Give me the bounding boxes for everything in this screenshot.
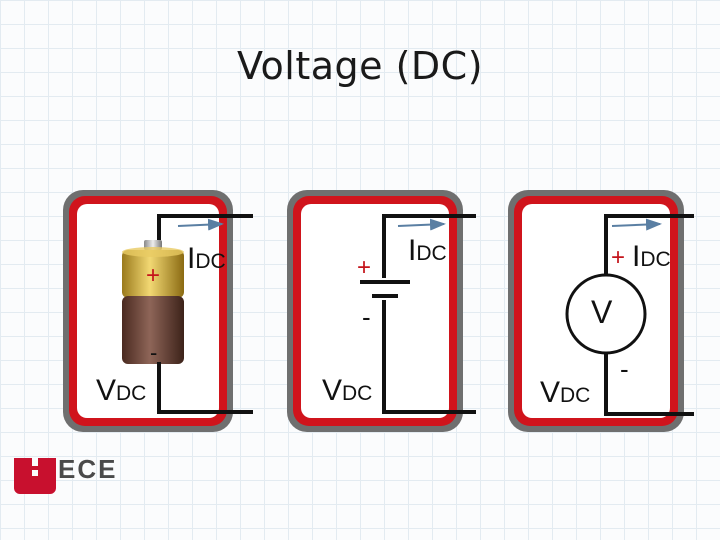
current-label-1: IDC	[187, 242, 226, 275]
minus-sign-1: -	[150, 340, 158, 365]
current-arrow-2	[397, 218, 446, 231]
plus-sign-3: +	[611, 244, 626, 271]
voltage-label-1: VDC	[96, 374, 147, 407]
minus-sign-2: -	[362, 302, 371, 332]
plus-sign-1: +	[146, 262, 161, 289]
battery-icon	[122, 240, 184, 364]
panel-1-wires	[157, 214, 253, 414]
battery-symbol-icon	[360, 280, 410, 298]
plus-sign-2: +	[357, 254, 372, 281]
panel-3-wires	[604, 214, 694, 416]
current-arrow-3	[611, 218, 662, 231]
current-label-2: IDC	[408, 234, 447, 267]
panel-2-wires	[382, 214, 476, 414]
slide-title: Voltage (DC)	[236, 44, 484, 88]
voltmeter-label: V	[591, 294, 613, 330]
panel-2-frame	[287, 190, 463, 432]
u-logo-icon	[14, 458, 56, 494]
ece-logo	[14, 458, 56, 494]
current-arrow-1	[177, 218, 224, 231]
ece-logo-text: ECE	[58, 454, 118, 484]
voltage-label-2: VDC	[322, 374, 373, 407]
minus-sign-3: -	[620, 354, 629, 384]
voltage-label-3: VDC	[540, 376, 591, 409]
dc-source-circle-icon	[565, 273, 647, 355]
current-label-3: IDC	[632, 240, 671, 273]
